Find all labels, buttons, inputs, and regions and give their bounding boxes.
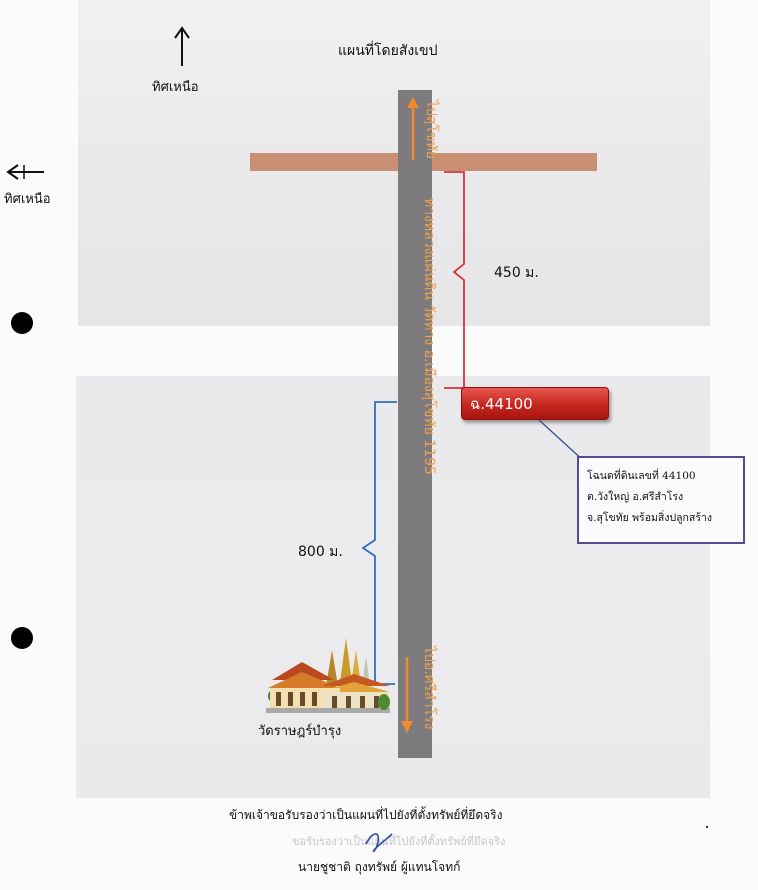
signer-text: นายชูชาติ ถุงทรัพย์ ผู้แทนโจทก์ [298, 860, 461, 874]
deed-info-box: โฉนดที่ดินเลขที่ 44100 ต.วังใหญ่ อ.ศรีสำ… [577, 456, 745, 544]
parcel-marker: ฉ.44100 [461, 387, 609, 420]
distance-bracket-red [444, 171, 465, 389]
north-label-left: ทิศเหนือ [4, 192, 51, 207]
binder-hole-bottom [11, 627, 33, 649]
north-arrow-left-icon [6, 164, 44, 180]
map-title: แผนที่โดยสังเขป [338, 43, 438, 59]
deed-line-3: จ.สุโขทัย พร้อมสิ่งปลูกสร้าง [587, 512, 712, 524]
north-arrow-up-icon [174, 26, 190, 66]
deed-line-1: โฉนดที่ดินเลขที่ 44100 [587, 470, 696, 482]
direction-arrow-down-icon [401, 657, 413, 733]
binder-hole-top [11, 312, 33, 334]
north-label-top: ทิศเหนือ [152, 80, 199, 95]
direction-arrow-up-icon [407, 97, 419, 160]
direction-bottom-label: ไปอ.ศรีสำโรง [421, 646, 437, 730]
deed-line-2: ต.วังใหญ่ อ.ศรีสำโรง [587, 491, 684, 503]
stray-mark [706, 826, 708, 828]
direction-top-label: ไปสุโขทัย [423, 100, 439, 159]
road-vertical [398, 90, 432, 758]
map-panel-bottom [76, 376, 710, 798]
signature-mark [365, 833, 393, 853]
distance-bottom-label: 800 ม. [298, 544, 343, 560]
road-name-label: ทางหลวงแผ่นดิน วัดทาง อ.เมืองสุโขทัย 119… [421, 198, 437, 475]
certification-text: ข้าพเจ้าขอรับรองว่าเป็นแผนที่ไปยังที่ตั้… [229, 808, 503, 822]
landmark-label: วัดราษฎร์บำรุง [258, 724, 342, 739]
faint-text: ขอรับรองว่าเป็นแผนที่ไปยังที่ตั้งทรัพย์ท… [292, 835, 506, 848]
connector-line [538, 419, 586, 463]
distance-top-label: 450 ม. [494, 265, 539, 281]
temple-icon [266, 638, 390, 713]
